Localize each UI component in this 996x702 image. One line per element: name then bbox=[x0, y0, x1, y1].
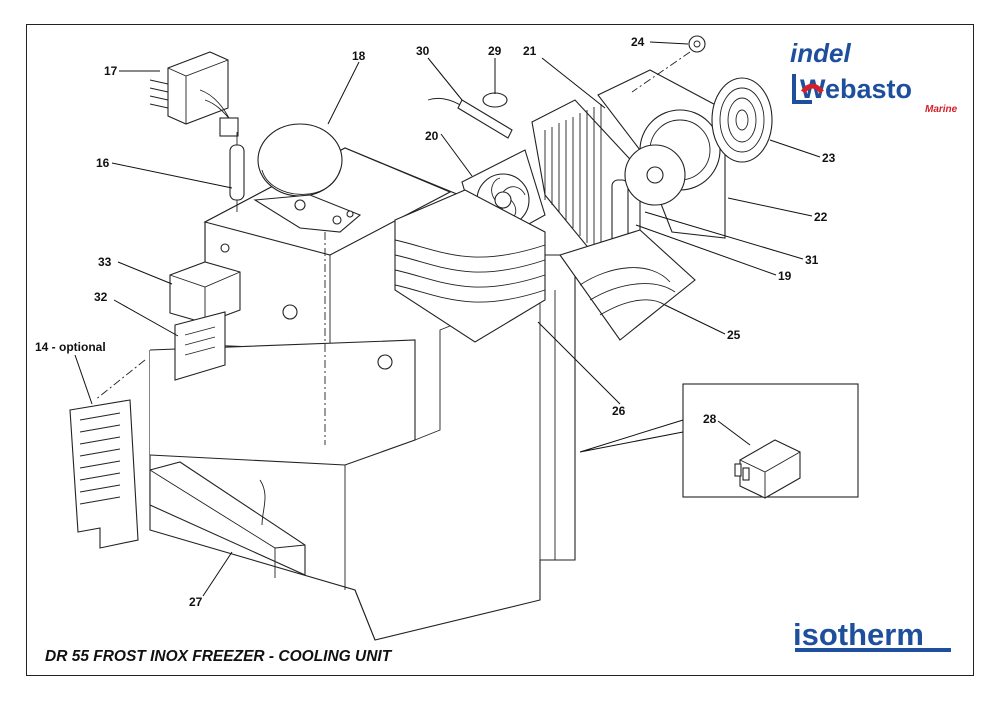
part-25-tray bbox=[559, 229, 696, 341]
part-31-fan bbox=[624, 144, 686, 206]
part-29-thermostat bbox=[482, 92, 508, 108]
label-22: 22 bbox=[814, 210, 828, 224]
part-16-drier bbox=[229, 132, 245, 212]
part-23-grille bbox=[711, 77, 773, 163]
part-18-compressor bbox=[253, 123, 362, 233]
label-18: 18 bbox=[352, 49, 366, 63]
label-16: 16 bbox=[96, 156, 110, 170]
leader-lines bbox=[74, 41, 821, 597]
part-30-sensor bbox=[427, 97, 513, 139]
logo-underline bbox=[795, 648, 951, 652]
assembly-line-2 bbox=[94, 359, 146, 401]
label-29: 29 bbox=[488, 44, 502, 58]
part-33-box bbox=[169, 261, 241, 324]
label-19: 19 bbox=[778, 269, 792, 283]
label-25: 25 bbox=[727, 328, 741, 342]
isotherm-logo: isotherm bbox=[793, 617, 951, 652]
part-28-inset bbox=[579, 383, 859, 499]
label-14: 14 - optional bbox=[35, 340, 106, 354]
label-33: 33 bbox=[98, 255, 112, 269]
label-20: 20 bbox=[425, 129, 439, 143]
logo-isotherm-text: isotherm bbox=[793, 617, 924, 652]
label-32: 32 bbox=[94, 290, 108, 304]
indel-webasto-logo: indel Webasto Marine bbox=[790, 38, 958, 115]
label-30: 30 bbox=[416, 44, 430, 58]
diagram-title: DR 55 FROST INOX FREEZER - COOLING UNIT bbox=[45, 648, 393, 665]
logo-bracket-mark bbox=[792, 74, 812, 104]
part-17-module bbox=[149, 51, 239, 137]
label-21: 21 bbox=[523, 44, 537, 58]
logo-wave-mark bbox=[801, 83, 824, 94]
logo-marine-text: Marine bbox=[925, 104, 958, 115]
part-32-board bbox=[174, 311, 226, 381]
part-27-pan bbox=[149, 461, 306, 578]
label-28: 28 bbox=[703, 412, 717, 426]
label-31: 31 bbox=[805, 253, 819, 267]
part-labels: 17 18 30 29 21 24 16 20 23 22 31 19 33 3… bbox=[35, 35, 836, 609]
label-27: 27 bbox=[189, 595, 203, 609]
label-24: 24 bbox=[631, 35, 645, 49]
label-17: 17 bbox=[104, 64, 118, 78]
label-23: 23 bbox=[822, 151, 836, 165]
logo-indel-text: indel bbox=[790, 38, 851, 68]
drawing-frame bbox=[26, 24, 974, 676]
label-26: 26 bbox=[612, 404, 626, 418]
part-24-nut bbox=[631, 35, 706, 93]
part-14-panel bbox=[69, 399, 139, 549]
part-26-evaporator bbox=[394, 189, 546, 343]
